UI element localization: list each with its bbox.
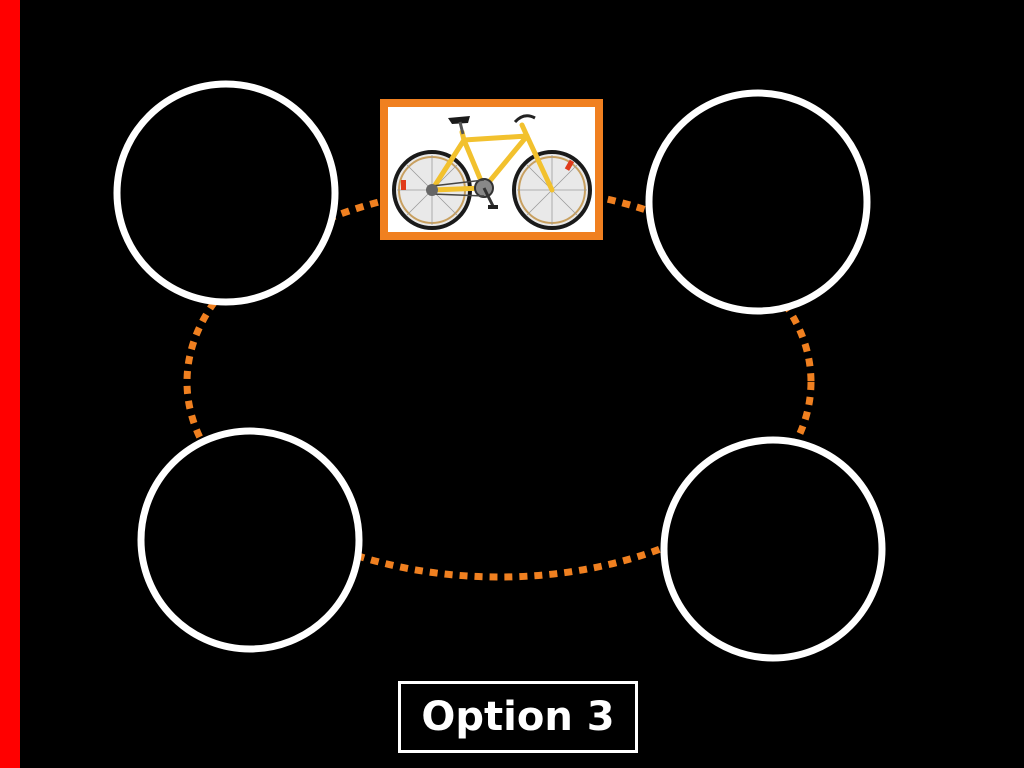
circle-node-bottom-right [660, 436, 886, 662]
circle-node-top-left [113, 80, 339, 306]
circle-node-bottom-left [137, 427, 363, 653]
left-accent-bar [0, 0, 20, 768]
option-label: Option 3 [398, 681, 638, 753]
circle-node-top-right [645, 89, 871, 315]
dotted-connector-ring [183, 183, 815, 581]
bicycle-icon [392, 114, 592, 230]
bicycle-picture [380, 99, 603, 240]
